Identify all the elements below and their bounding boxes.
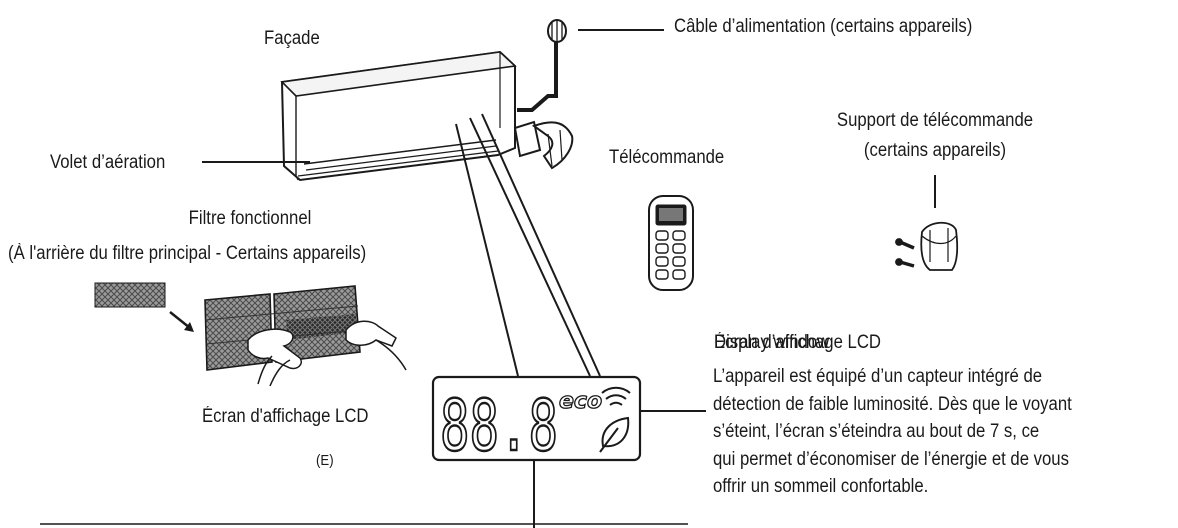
leaf-icon: [599, 416, 630, 453]
remote-control: [648, 195, 694, 291]
label-holder-line1: Support de télécommande: [836, 110, 1034, 131]
notice-paragraph: L’appareil est équipé d’un capteur intég…: [713, 363, 1127, 501]
label-lcd-screen: Écran d'affichage LCD: [202, 406, 369, 427]
notice-title-overlay-b: Écran d’affichage LCD: [714, 332, 881, 353]
notice-title-overlay-a: Display window: [714, 332, 830, 353]
leader-lines: [40, 29, 936, 528]
notice-line: détection de faible luminosité. Dès que …: [713, 393, 1072, 415]
lcd-display: 88.8 eco: [431, 375, 642, 468]
label-holder-line2: (certains appareils): [863, 140, 1007, 161]
label-power-cable: Câble d’alimentation (certains appareils…: [674, 16, 973, 37]
power-cable: [517, 19, 567, 112]
wifi-icon: [601, 386, 631, 406]
functional-filter: [94, 282, 194, 332]
remote-holder: [895, 221, 959, 271]
eco-indicator: eco: [559, 389, 602, 414]
notice-line: offrir un sommeil confortable.: [713, 476, 929, 497]
label-facade: Façade: [264, 28, 320, 49]
label-filter-line2: (À l'arrière du filtre principal - Certa…: [8, 243, 367, 264]
indoor-unit: [280, 50, 517, 182]
label-variant: (E): [316, 452, 334, 469]
label-remote: Télécommande: [609, 147, 725, 168]
notice-line: qui permet d’économiser de l’énergie et …: [713, 448, 1069, 470]
label-air-flap: Volet d’aération: [50, 152, 166, 173]
lcd-digits: 88.8: [440, 385, 558, 467]
notice-line: s’éteint, l’écran s’éteindra au bout de …: [713, 421, 1040, 442]
label-filter-line1: Filtre fonctionnel: [188, 208, 312, 229]
notice-line: L’appareil est équipé d’un capteur intég…: [713, 366, 1043, 387]
side-hose: [513, 120, 574, 170]
hands: [247, 320, 407, 387]
